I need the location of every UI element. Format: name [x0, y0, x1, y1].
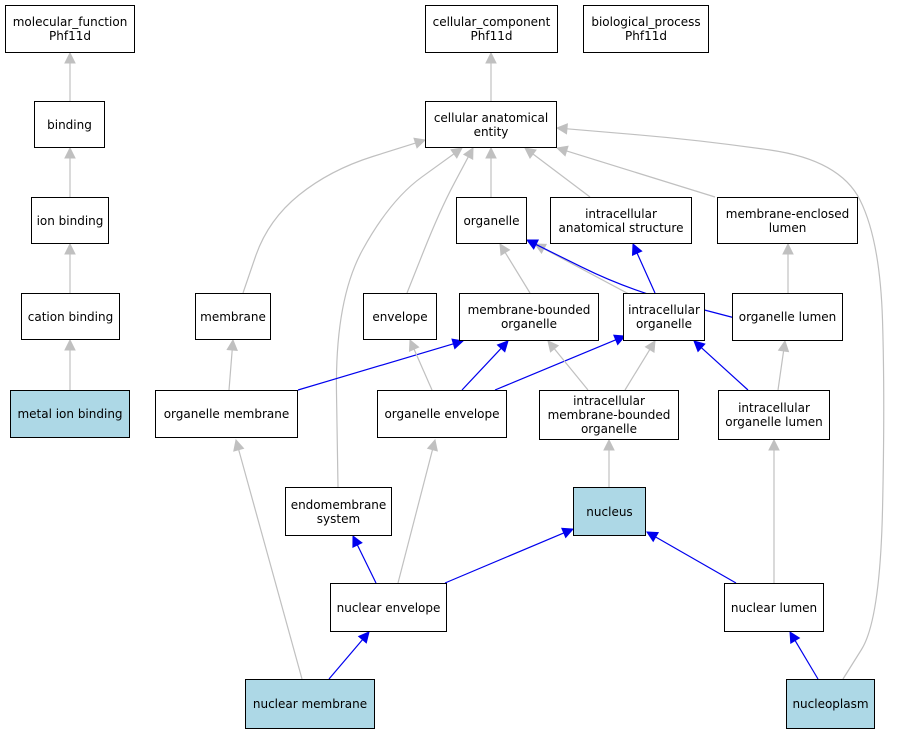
node-biological-process[interactable]: biological_process Phf11d [583, 5, 709, 53]
node-organelle[interactable]: organelle [456, 197, 527, 244]
edge-imbo-to-mbo [547, 340, 589, 391]
node-intracellular-organelle[interactable]: intracellular organelle [623, 293, 705, 341]
edge-np-to-cae [555, 123, 885, 680]
edge-membrane-to-cae [242, 137, 427, 294]
node-metal-ion-binding[interactable]: metal ion binding [10, 390, 130, 438]
node-nucleus[interactable]: nucleus [573, 487, 646, 536]
edge-endo-to-cae [335, 147, 463, 488]
edge-np-to-nl [789, 631, 819, 680]
node-intracellular-anatomical-structure[interactable]: intracellular anatomical structure [550, 197, 692, 244]
edge-cation_binding-to-ion_binding [64, 242, 76, 293]
edge-ion_binding-to-binding [64, 146, 76, 197]
node-membrane-enclosed-lumen[interactable]: membrane-enclosed lumen [717, 197, 858, 244]
edge-oe-to-envelope [408, 338, 433, 391]
node-organelle-lumen[interactable]: organelle lumen [732, 293, 843, 341]
edge-ol-to-mel [782, 242, 794, 293]
edge-envelope-to-cae [406, 147, 474, 294]
edge-imbo-to-io [624, 340, 656, 391]
node-ion-binding[interactable]: ion binding [31, 197, 109, 244]
node-binding[interactable]: binding [34, 101, 105, 148]
node-intracellular-organelle-lumen[interactable]: intracellular organelle lumen [718, 390, 830, 440]
edge-nl-to-nucleus [646, 531, 737, 584]
node-molecular-function[interactable]: molecular_function Phf11d [5, 5, 135, 53]
edge-organelle-to-cae [485, 146, 497, 197]
node-nucleoplasm[interactable]: nucleoplasm [786, 679, 875, 729]
node-membrane-bounded-organelle[interactable]: membrane-bounded organelle [459, 293, 599, 341]
node-endomembrane-system[interactable]: endomembrane system [285, 487, 392, 536]
edge-oe-to-mbo [461, 340, 509, 391]
edge-oe-to-io [494, 334, 627, 391]
edge-mel-to-cae [555, 145, 716, 198]
node-organelle-membrane[interactable]: organelle membrane [155, 390, 298, 438]
node-nuclear-membrane[interactable]: nuclear membrane [245, 679, 375, 729]
node-nuclear-envelope[interactable]: nuclear envelope [330, 583, 447, 632]
node-cation-binding[interactable]: cation binding [21, 293, 120, 340]
edge-metal_ion-to-cation_binding [64, 338, 76, 390]
edge-iol-to-io [693, 340, 749, 391]
node-intracellular-membrane-bounded-organelle[interactable]: intracellular membrane-bounded organelle [539, 390, 679, 440]
edge-ne-to-nucleus [444, 527, 575, 584]
edge-om-to-membrane [226, 338, 238, 391]
node-cellular-component[interactable]: cellular_component Phf11d [425, 5, 558, 53]
node-nuclear-lumen[interactable]: nuclear lumen [724, 583, 824, 632]
edge-om-to-mbo [297, 338, 465, 391]
edge-nl-to-iol [768, 438, 780, 583]
edge-nucleus-to-imbo [603, 438, 615, 487]
node-cellular-anatomical-entity[interactable]: cellular anatomical entity [425, 101, 557, 148]
edge-ne-to-endo [352, 534, 377, 584]
edge-ias-to-cae [524, 147, 591, 198]
edge-io-to-ias [631, 242, 656, 294]
edge-iol-to-ol [777, 339, 790, 391]
edge-nm-to-om [233, 438, 303, 680]
edge-nm-to-ne [328, 631, 370, 680]
node-membrane[interactable]: membrane [195, 293, 271, 340]
node-organelle-envelope[interactable]: organelle envelope [377, 390, 507, 438]
node-envelope[interactable]: envelope [363, 293, 437, 340]
edge-binding-to-mf_root [64, 51, 76, 101]
edge-ne-to-oe [397, 438, 438, 584]
edge-mbo-to-organelle [499, 243, 531, 294]
edge-cae-to-cc_root [485, 51, 497, 101]
